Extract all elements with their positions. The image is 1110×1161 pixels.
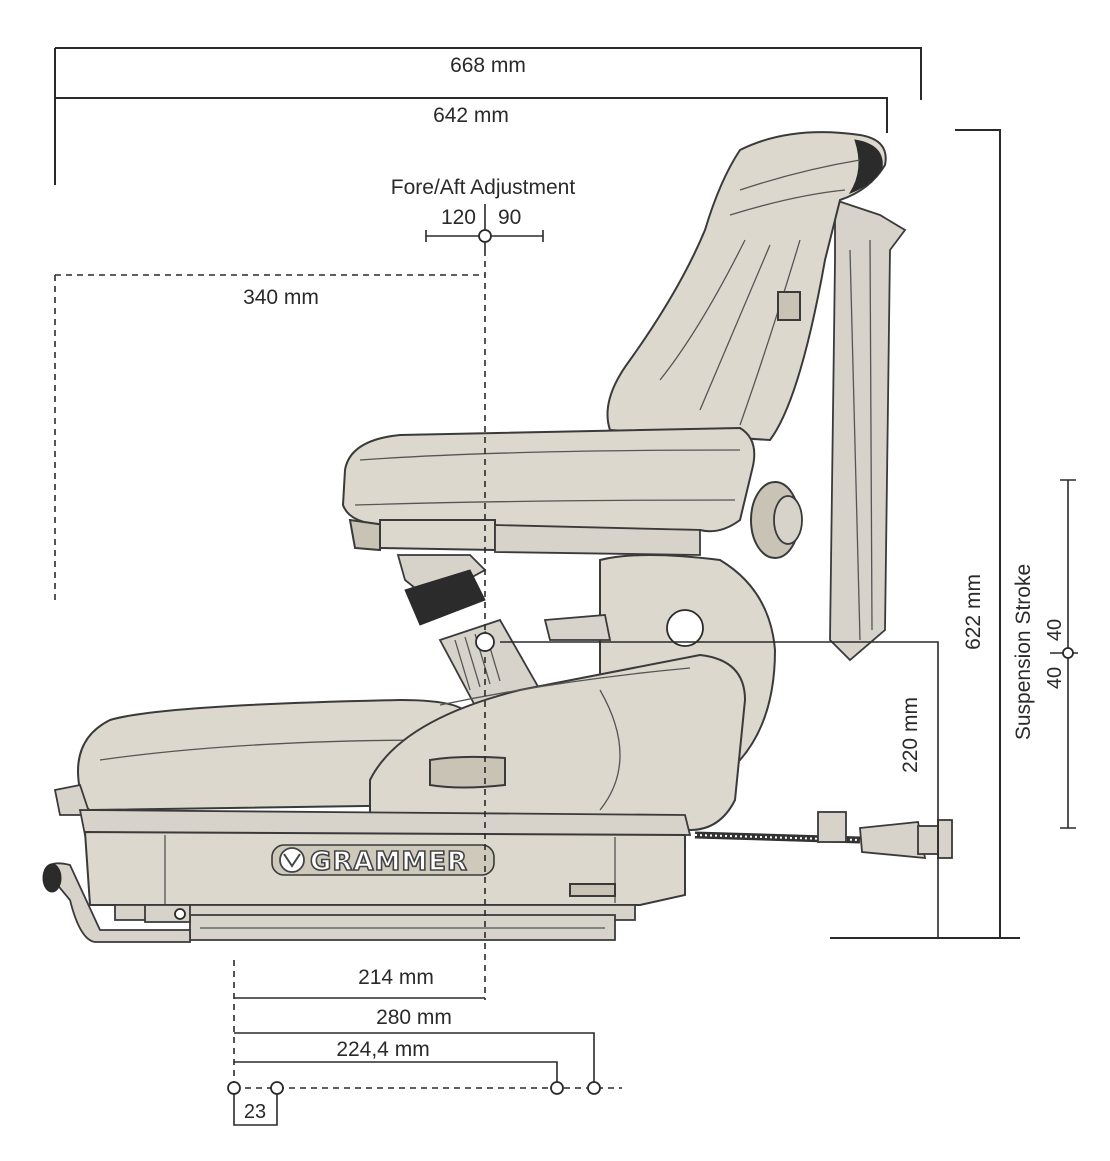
dim-overall-length: 668 mm (54, 47, 922, 185)
dim-fore-aft: Fore/Aft Adjustment 120 90 (391, 176, 576, 250)
label-rail-280: 280 mm (376, 1006, 452, 1029)
label-pivot-height: 220 mm (899, 697, 922, 773)
dim-seat-reference: 340 mm (54, 250, 486, 1000)
label-suspension-title: Suspension Stroke (1012, 564, 1035, 740)
label-fore-aft-back: 120 (441, 206, 476, 229)
dim-rail-mounting: 214 mm 280 mm 224,4 mm 23 (227, 960, 622, 1126)
label-overall-length: 668 mm (450, 54, 526, 77)
seat-illustration: GRAMMER (42, 131, 953, 943)
label-hole-offset: 23 (244, 1101, 266, 1123)
brand-name: GRAMMER (310, 847, 468, 877)
dim-pivot-height: 220 mm (475, 632, 939, 938)
dim-total-height: 622 mm (830, 129, 1020, 939)
label-inner-length: 642 mm (433, 104, 509, 127)
label-rail-224: 224,4 mm (336, 1038, 429, 1061)
label-suspension-down: 40 (1044, 667, 1066, 689)
label-total-height: 622 mm (962, 574, 985, 650)
brand-logo: GRAMMER (271, 844, 495, 878)
label-fore-aft-forward: 90 (498, 206, 521, 229)
label-fore-aft-title: Fore/Aft Adjustment (391, 176, 576, 199)
dim-suspension-stroke: Suspension Stroke 40 40 (1012, 479, 1078, 829)
label-rail-214: 214 mm (358, 966, 434, 989)
label-suspension-up: 40 (1044, 619, 1066, 641)
label-seat-reference: 340 mm (243, 286, 319, 309)
dim-inner-length: 642 mm (55, 97, 888, 133)
